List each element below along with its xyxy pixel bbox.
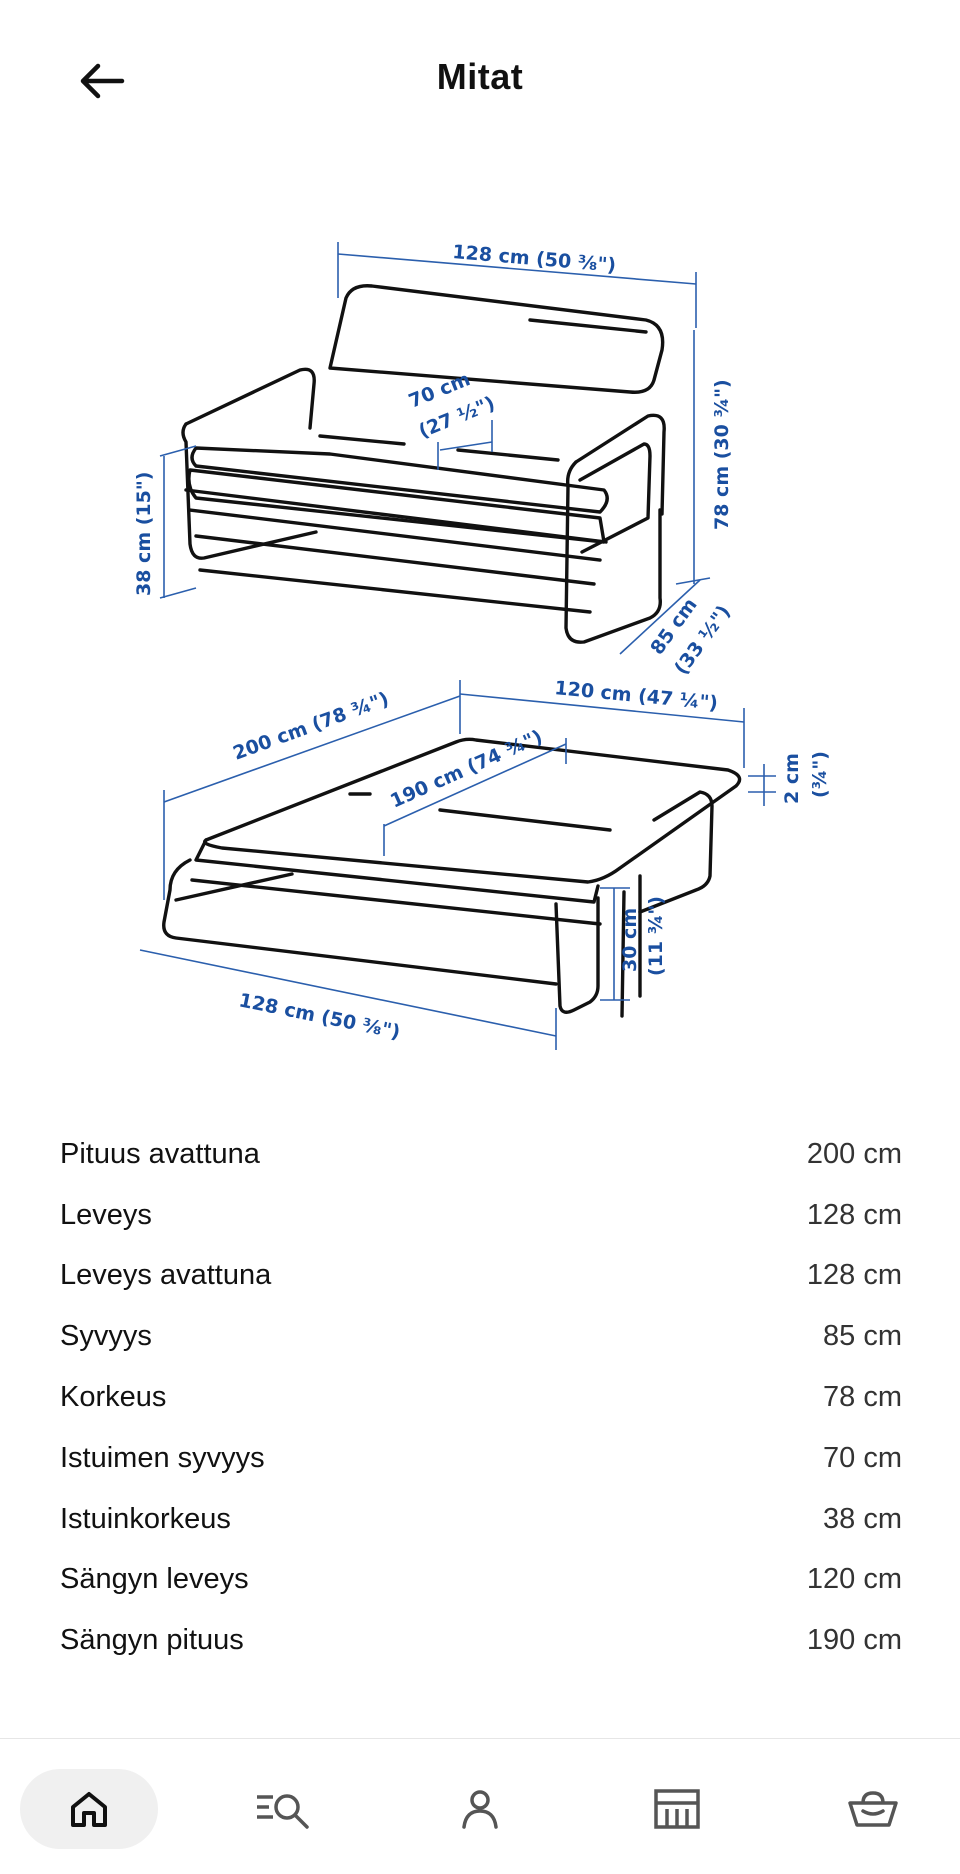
- open-width-label: 128 cm (50 ⅜"): [237, 989, 402, 1043]
- spec-value: 78 cm: [823, 1381, 902, 1414]
- spec-value: 38 cm: [823, 1502, 902, 1535]
- sofa-width-label: 128 cm (50 ⅜"): [452, 241, 617, 277]
- spec-value: 128 cm: [806, 1198, 902, 1231]
- spec-row-height: Korkeus 78 cm: [60, 1367, 902, 1428]
- spec-row-depth: Syvyys 85 cm: [60, 1306, 902, 1367]
- home-icon: [71, 1792, 107, 1827]
- spec-row-seat-height: Istuinkorkeus 38 cm: [60, 1489, 902, 1550]
- store-icon: [654, 1789, 700, 1829]
- nav-basket[interactable]: [804, 1769, 942, 1849]
- spec-value: 120 cm: [806, 1563, 902, 1596]
- spec-label: Syvyys: [60, 1320, 152, 1353]
- nav-profile[interactable]: [411, 1769, 549, 1849]
- profile-icon: [462, 1790, 498, 1829]
- search-list-icon: [257, 1794, 309, 1829]
- nav-home[interactable]: [20, 1769, 158, 1849]
- sofa-height-label: 78 cm (30 ¾"): [711, 379, 733, 530]
- nav-search[interactable]: [214, 1769, 352, 1849]
- spec-value: 70 cm: [823, 1441, 902, 1474]
- spec-label: Korkeus: [60, 1381, 167, 1414]
- open-length-label: 200 cm (78 ¾"): [230, 688, 392, 765]
- spec-value: 190 cm: [806, 1624, 902, 1657]
- spec-label: Pituus avattuna: [60, 1137, 260, 1170]
- seat-height-label: 38 cm (15"): [133, 472, 155, 596]
- spec-row-bed-width: Sängyn leveys 120 cm: [60, 1550, 902, 1611]
- spec-label: Istuinkorkeus: [60, 1502, 231, 1535]
- spec-value: 85 cm: [823, 1320, 902, 1353]
- basket-icon: [848, 1791, 898, 1827]
- mattress-thickness-cm-label: 2 cm: [781, 753, 803, 804]
- mattress-thickness-in-label: (¾"): [809, 751, 831, 798]
- spec-row-width-open: Leveys avattuna 128 cm: [60, 1246, 902, 1307]
- spec-label: Leveys avattuna: [60, 1259, 272, 1292]
- spec-row-seat-depth: Istuimen syvyys 70 cm: [60, 1428, 902, 1489]
- spec-row-length-open: Pituus avattuna 200 cm: [60, 1124, 902, 1185]
- back-button[interactable]: [62, 46, 142, 116]
- dimensions-list: Pituus avattuna 200 cm Leveys 128 cm Lev…: [60, 1124, 902, 1671]
- spec-row-width: Leveys 128 cm: [60, 1185, 902, 1246]
- dimension-illustration: 128 cm (50 ⅜") 70 cm (27 ½") 78 cm (30 ¾…: [0, 180, 960, 1080]
- frame-height-cm-label: 30 cm: [619, 908, 641, 972]
- bottom-navigation: [0, 1738, 960, 1874]
- header: Mitat: [0, 0, 960, 160]
- spec-label: Istuimen syvyys: [60, 1441, 265, 1474]
- sofa-bed-dimensions-drawing: 128 cm (50 ⅜") 70 cm (27 ½") 78 cm (30 ¾…: [133, 241, 831, 1050]
- spec-value: 200 cm: [806, 1137, 902, 1170]
- frame-height-in-label: (11 ¾"): [645, 896, 667, 976]
- spec-row-bed-length: Sängyn pituus 190 cm: [60, 1610, 902, 1671]
- spec-label: Leveys: [60, 1198, 152, 1231]
- nav-store[interactable]: [608, 1769, 746, 1849]
- spec-label: Sängyn pituus: [60, 1624, 244, 1657]
- page-title: Mitat: [436, 56, 524, 97]
- bed-width-label: 120 cm (47 ¼"): [554, 677, 719, 715]
- arrow-left-icon: [80, 63, 125, 99]
- spec-value: 128 cm: [806, 1259, 902, 1292]
- spec-label: Sängyn leveys: [60, 1563, 249, 1596]
